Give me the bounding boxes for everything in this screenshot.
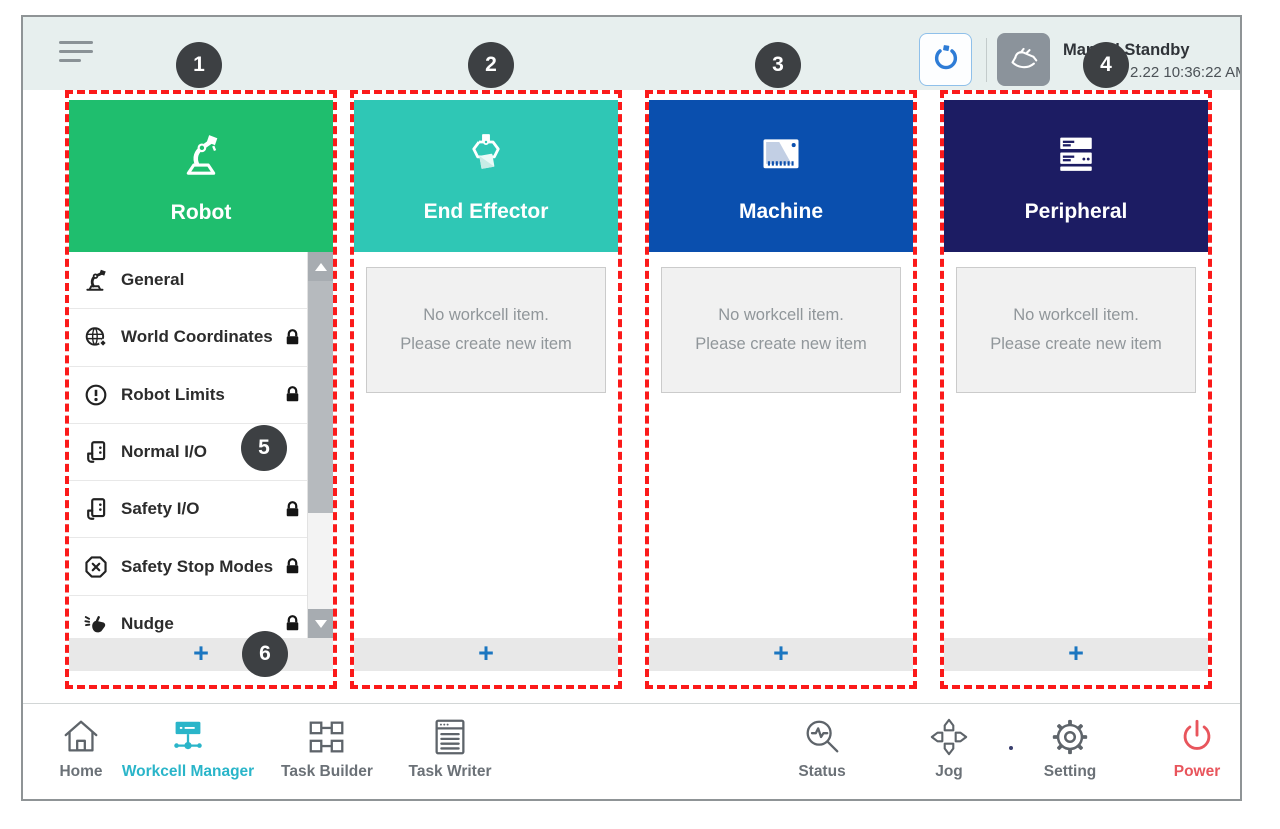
column-title: Robot [170,201,232,224]
column-title: End Effector [423,200,549,223]
callout-2: 2 [468,42,514,88]
add-robot-item-button[interactable]: + [69,638,333,671]
scrollbar-thumb[interactable] [308,281,333,513]
scroll-up-button[interactable] [308,252,333,281]
peripheral-category-header[interactable]: Peripheral [944,100,1208,252]
timestamp-label: 2.22 10:36:22 AM [1130,64,1242,81]
status-magnifier-icon [747,714,897,760]
io-port-icon [82,439,110,465]
robot-item-list: General World Coordinates [69,252,333,638]
add-machine-item-button[interactable]: + [649,638,913,671]
empty-state-box: No workcell item. Please create new item [956,267,1196,393]
alert-circle-icon [82,382,110,408]
machine-item-area: No workcell item. Please create new item [649,252,913,638]
nav-separator-dot [1009,746,1013,750]
nav-jog[interactable]: Jog [874,714,1024,781]
io-port-icon [82,496,110,522]
callout-6: 6 [242,631,288,677]
app-window: Manual Standby 2.22 10:36:22 AM 1 2 3 4 … [21,15,1242,801]
plus-icon: + [193,637,209,668]
general-robot-icon [82,267,110,293]
task-builder-icon [252,714,402,760]
nav-task-builder[interactable]: Task Builder [252,714,402,781]
nudge-hand-icon [82,611,110,637]
nav-status[interactable]: Status [747,714,897,781]
column-end-effector: End Effector No workcell item. Please cr… [354,100,618,671]
column-title: Machine [738,200,824,223]
gripper-open-icon [934,44,957,69]
server-stack-icon [1060,137,1092,171]
scroll-down-button[interactable] [308,609,333,638]
jog-dpad-icon [874,714,1024,760]
triangle-down-icon [314,619,327,628]
topbar-separator [986,38,987,82]
list-item-safety-stop-modes[interactable]: Safety Stop Modes [69,538,333,596]
column-machine: Machine No workcell item. Please create … [649,100,913,671]
power-icon [1122,714,1240,760]
list-item-robot-limits[interactable]: Robot Limits [69,366,333,424]
nav-power[interactable]: Power [1122,714,1240,781]
lock-icon [284,500,301,519]
callout-1: 1 [176,42,222,88]
triangle-up-icon [314,262,327,271]
column-peripheral: Peripheral No workcell item. Please crea… [944,100,1208,671]
gear-icon [995,714,1145,760]
gripper-icon [472,134,500,169]
bottom-navigation: Home Workcell Manager [23,703,1240,799]
nav-home[interactable]: Home [23,714,156,781]
hand-icon [1010,47,1037,68]
list-item-nudge[interactable]: Nudge [69,595,333,638]
hamburger-menu-button[interactable] [59,41,95,67]
lock-icon [284,614,301,633]
callout-3: 3 [755,42,801,88]
scrollbar[interactable] [307,252,333,638]
home-icon [23,714,156,760]
stop-octagon-icon [82,554,110,580]
empty-state-box: No workcell item. Please create new item [366,267,606,393]
machine-category-header[interactable]: Machine [649,100,913,252]
end-effector-item-area: No workcell item. Please create new item [354,252,618,638]
lock-icon [284,385,301,404]
hamburger-icon [59,41,93,45]
lock-icon [284,328,301,347]
nav-setting[interactable]: Setting [995,714,1145,781]
end-effector-category-header[interactable]: End Effector [354,100,618,252]
plus-icon: + [478,637,494,668]
plus-icon: + [773,637,789,668]
nav-workcell-manager[interactable]: Workcell Manager [113,714,263,781]
list-item-normal-io[interactable]: Normal I/O [69,423,333,482]
manual-mode-button[interactable] [997,33,1050,86]
list-item-safety-io[interactable]: Safety I/O [69,481,333,539]
lock-icon [284,557,301,576]
add-end-effector-item-button[interactable]: + [354,638,618,671]
list-item-world-coordinates[interactable]: World Coordinates [69,309,333,367]
nav-task-writer[interactable]: Task Writer [375,714,525,781]
callout-5: 5 [241,425,287,471]
workcell-manager-icon [113,714,263,760]
task-writer-icon [375,714,525,760]
list-item-general[interactable]: General [69,252,333,310]
empty-state-box: No workcell item. Please create new item [661,267,901,393]
peripheral-item-area: No workcell item. Please create new item [944,252,1208,638]
add-peripheral-item-button[interactable]: + [944,638,1208,671]
robot-category-header[interactable]: Robot [69,100,333,252]
plus-icon: + [1068,637,1084,668]
column-title: Peripheral [1024,200,1128,223]
callout-4: 4 [1083,42,1129,88]
robot-mode-button[interactable] [919,33,972,86]
robot-arm-icon [186,135,218,175]
machine-icon [763,139,799,169]
world-coordinates-icon [82,324,110,350]
column-robot: Robot General [69,100,333,671]
